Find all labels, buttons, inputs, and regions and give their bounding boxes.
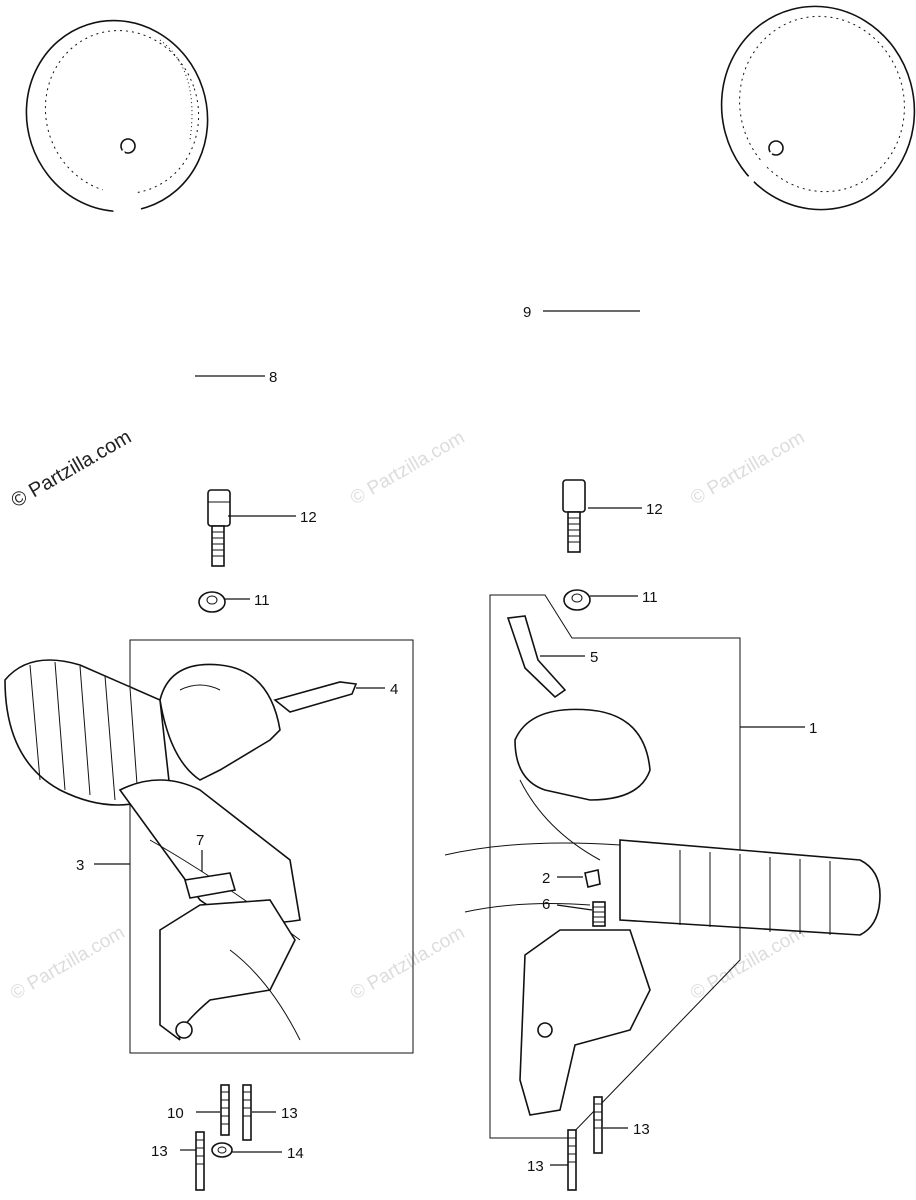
right-screw-part2	[584, 869, 601, 888]
callout-2: 2	[542, 870, 550, 887]
right-mirror	[720, 5, 916, 211]
left-nut	[198, 591, 226, 613]
callout-13-b: 13	[151, 1143, 168, 1160]
screw-part13-d	[567, 1129, 577, 1191]
watermark-text: © Partzilla.com	[7, 922, 128, 1004]
callout-11-right: 11	[642, 589, 658, 606]
left-handle-grip	[4, 659, 301, 941]
callout-9: 9	[523, 304, 531, 321]
watermark-text: © Partzilla.com	[687, 922, 808, 1004]
callout-13-a: 13	[281, 1105, 298, 1122]
left-rubber-part7	[183, 872, 237, 899]
watermark-text: © Partzilla.com	[687, 427, 808, 509]
right-lever-holder	[444, 842, 651, 1116]
right-nut	[563, 589, 591, 611]
watermark-text: © Partzilla.com	[347, 427, 468, 509]
right-spring-part6	[592, 901, 606, 927]
primary-watermark: © Partzilla.com	[8, 426, 136, 512]
callout-3: 3	[76, 857, 84, 874]
callout-1: 1	[809, 720, 817, 737]
screw-part10	[220, 1084, 230, 1136]
left-mirror-stay	[102, 149, 231, 527]
callout-11-left: 11	[254, 592, 270, 609]
left-mirror	[25, 19, 209, 213]
callout-4: 4	[390, 681, 398, 698]
callout-12-right: 12	[646, 501, 663, 518]
right-mirror-stay	[562, 151, 773, 513]
callout-6: 6	[542, 896, 550, 913]
screw-part13-a	[242, 1084, 252, 1141]
screw-part13-c	[593, 1096, 603, 1154]
callout-14: 14	[287, 1145, 304, 1162]
right-switch-housing	[514, 708, 651, 861]
callout-12-left: 12	[300, 509, 317, 526]
right-lever-part5	[506, 615, 567, 699]
left-switch-lever-part4	[273, 681, 358, 713]
callout-8: 8	[269, 369, 277, 386]
right-stud-bolt	[567, 511, 581, 553]
left-switch-cover	[159, 663, 281, 781]
left-stud-bolt	[211, 525, 225, 567]
watermark-text: © Partzilla.com	[347, 922, 468, 1004]
callout-13-c: 13	[633, 1121, 650, 1138]
callout-labels: 8 9 12 12 11 11 5 4 1 3 7 2 6 10 13 13 1…	[76, 304, 817, 1175]
callout-5: 5	[590, 649, 598, 666]
left-lever-holder	[159, 899, 301, 1041]
washer-part14	[211, 1142, 233, 1158]
screw-part13-b	[195, 1131, 205, 1191]
callout-10: 10	[167, 1105, 184, 1122]
callout-13-d: 13	[527, 1158, 544, 1175]
leader-lines	[94, 310, 805, 1166]
right-throttle-grip	[619, 839, 881, 936]
callout-7: 7	[196, 832, 204, 849]
right-assembly-frame	[489, 594, 741, 1139]
left-assembly-frame	[129, 639, 414, 1054]
